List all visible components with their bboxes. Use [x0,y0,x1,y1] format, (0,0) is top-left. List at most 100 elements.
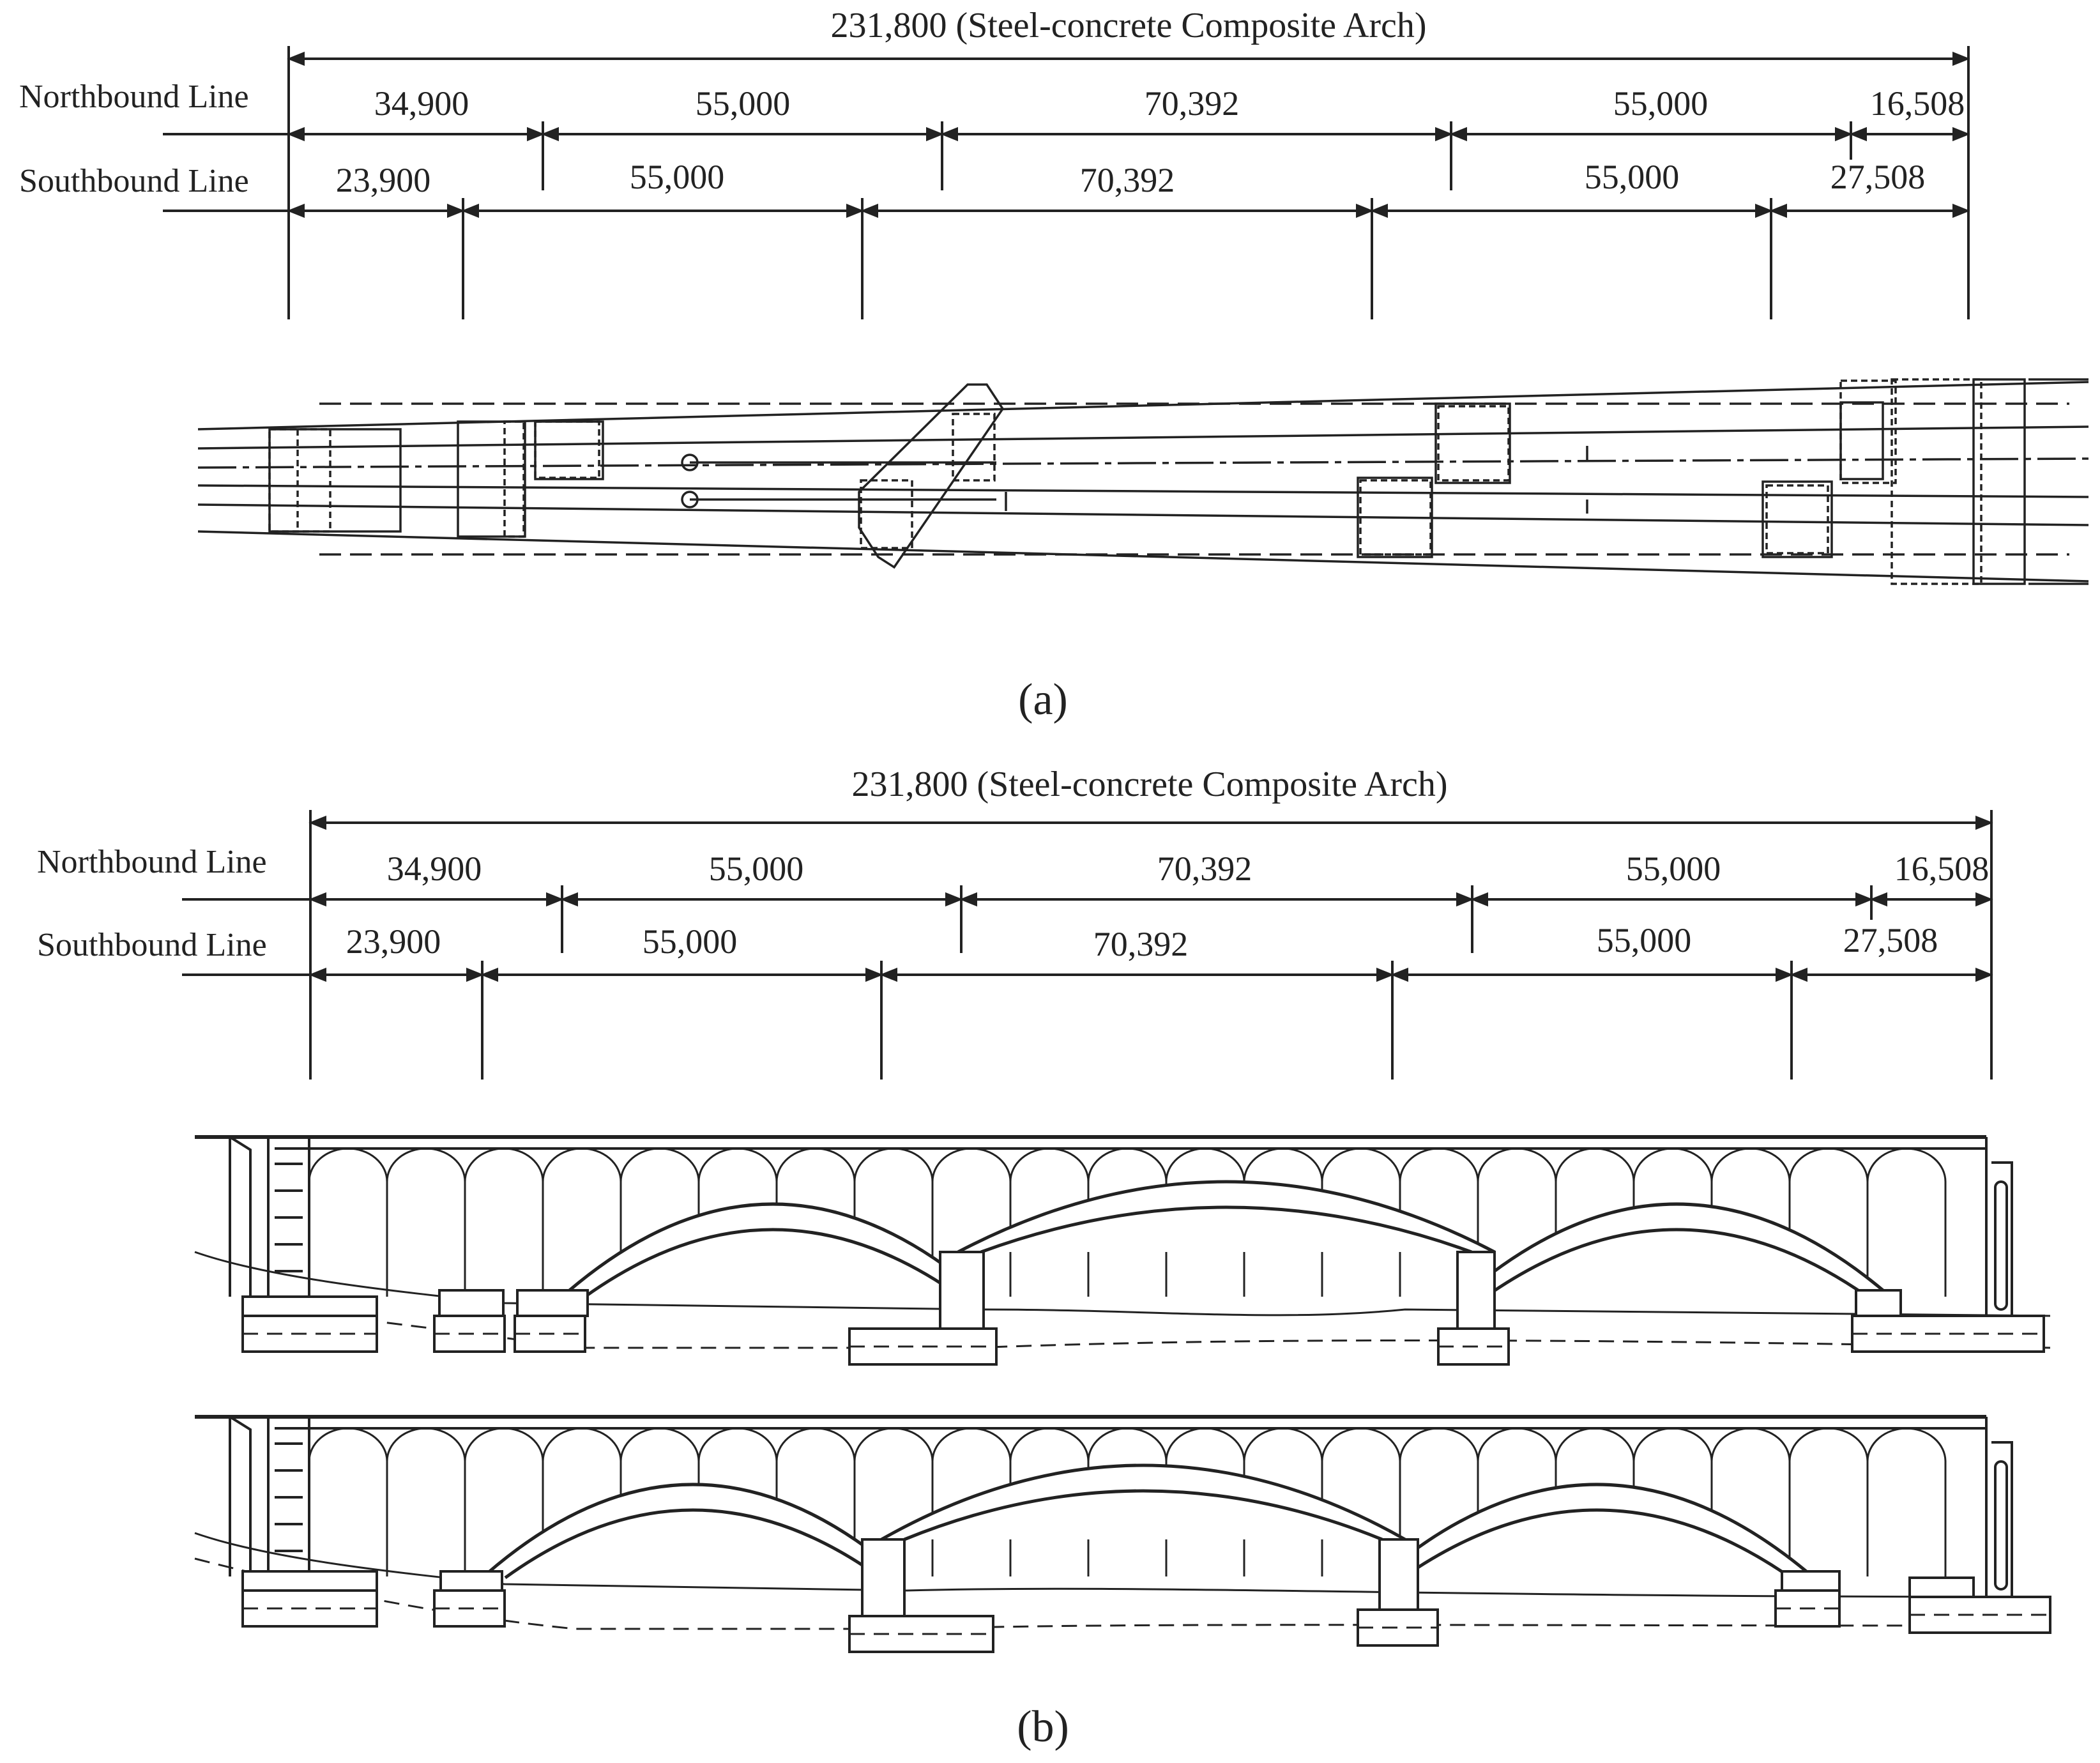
spandrel-arch [464,1427,544,1576]
panel-a-sb-span-3: 70,392 [1080,161,1175,199]
main-arch-outer [880,1463,1406,1541]
pier-column [1781,1570,1841,1592]
panel-a-sb-span-1: 23,900 [336,161,431,199]
panel-a: 231,800 (Steel-concrete Composite Arch) … [19,6,2089,724]
main-arch-inner [1401,1508,1792,1580]
spandrel-arch [697,1147,778,1297]
spandrel-arch [931,1427,1012,1576]
spandrel-arch [1866,1147,1947,1297]
main-arch-inner [1484,1228,1869,1299]
spandrel-arch [1165,1427,1245,1576]
spandrel-arch [1788,1147,1869,1297]
spandrel-arch [386,1427,466,1576]
spandrel-arch [542,1147,622,1297]
panel-b-northbound-elevation [194,1135,2051,1366]
panel-b-sb-span-2: 55,000 [643,922,738,961]
spandrel-arch [853,1427,934,1576]
ground-line [194,1532,2051,1598]
main-arch-outer [561,1202,985,1298]
right-abutment-slot [1994,1180,2008,1311]
main-arch-inner [904,1489,1383,1541]
spandrel-arch [697,1427,778,1576]
panel-a-caption: (a) [1018,675,1068,724]
main-arch-inner [504,1508,882,1580]
ground-line [194,1251,2051,1317]
pier-column [1378,1538,1419,1611]
spandrel-arch [1009,1147,1090,1297]
panel-a-sb-span-2: 55,000 [630,158,725,196]
pier-column [438,1289,505,1317]
panel-b-nb-span-5: 16,508 [1894,850,1990,888]
pier-column [939,1251,985,1330]
panel-a-dimension-lines [163,46,1970,319]
spandrel-arch [1710,1427,1791,1576]
panel-b-dimension-lines [182,810,1993,1080]
pier-column [439,1570,503,1592]
right-abutment-slot [1994,1460,2008,1591]
spandrel-arch [386,1147,466,1297]
panel-b-sb-span-3: 70,392 [1093,925,1189,963]
pier-footing [241,1589,378,1628]
spandrel-arch [931,1147,1012,1297]
pier-column [241,1570,378,1592]
spandrel-arch [1243,1147,1323,1297]
pier-footing [241,1315,378,1353]
panel-b-southbound-label: Southbound Line [37,927,267,963]
pier-column [1855,1289,1902,1317]
right-abutment-wall [1985,1417,2013,1596]
spandrel-arch [1866,1427,1947,1576]
spandrel-arch [1087,1427,1168,1576]
spandrel-arch [1321,1147,1401,1297]
panel-a-total-span-label: 231,800 (Steel-concrete Composite Arch) [830,6,1426,45]
panel-a-southbound-label: Southbound Line [19,163,249,199]
spandrel-arch [1632,1427,1713,1576]
panel-a-nb-span-4: 55,000 [1613,84,1708,123]
main-arch-inner [980,1205,1472,1254]
main-arch-outer [481,1483,905,1579]
spandrel-arch [620,1147,700,1297]
left-abutment-wall [229,1136,252,1297]
panel-b: 231,800 (Steel-concrete Composite Arch) … [37,765,2051,1752]
panel-b-southbound-elevation [194,1415,2051,1653]
spandrel-arch [1477,1147,1557,1297]
panel-b-total-span-label: 231,800 (Steel-concrete Composite Arch) [851,765,1447,804]
pier-column [516,1289,589,1317]
spandrel-arch [1632,1147,1713,1297]
spandrel-arch [620,1427,700,1576]
panel-a-nb-span-5: 16,508 [1870,84,1965,123]
spandrel-arch [542,1427,622,1576]
panel-a-plan-view [197,378,2089,585]
spandrel-arch [1087,1147,1168,1297]
spandrel-arch [1555,1427,1635,1576]
pier-column [1456,1251,1496,1330]
spandrel-arch [464,1147,544,1297]
panel-a-northbound-label: Northbound Line [19,79,249,115]
panel-a-nb-span-3: 70,392 [1145,84,1240,123]
panel-b-caption: (b) [1017,1702,1069,1752]
right-abutment-wall [1985,1137,2013,1316]
spandrel-arch [308,1147,388,1297]
panel-b-nb-span-1: 34,900 [387,850,482,888]
pier-footing [1908,1596,2051,1634]
main-arch-outer [1378,1483,1815,1579]
panel-b-nb-span-3: 70,392 [1157,850,1252,888]
main-arch-outer [957,1180,1496,1254]
panel-b-nb-span-2: 55,000 [709,850,804,888]
spandrel-arch [1243,1427,1323,1576]
spandrel-arch [1788,1427,1869,1576]
pier-column [241,1295,378,1317]
panel-b-sb-span-1: 23,900 [346,922,441,961]
panel-b-nb-span-4: 55,000 [1626,850,1721,888]
spandrel-arch [1555,1147,1635,1297]
panel-b-sb-span-5: 27,508 [1843,921,1938,959]
spandrel-arch [775,1427,856,1576]
spandrel-arch [775,1147,856,1297]
spandrel-arch [1165,1147,1245,1297]
spandrel-arch [1321,1427,1401,1576]
panel-b-sb-span-4: 55,000 [1597,921,1692,959]
spandrel-arch [1009,1427,1090,1576]
spandrel-arch [1399,1147,1479,1297]
spandrel-arch [308,1427,388,1576]
panel-a-nb-span-1: 34,900 [374,84,469,123]
